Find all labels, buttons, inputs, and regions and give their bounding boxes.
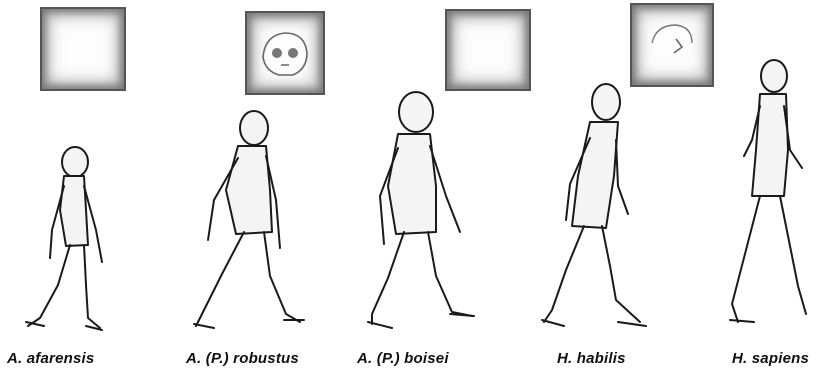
- figure-afarensis: [26, 147, 102, 330]
- label-habilis: H. habilis: [557, 350, 626, 367]
- figure-habilis: [542, 84, 646, 326]
- label-sapiens: H. sapiens: [732, 350, 809, 367]
- label-afarensis: A. afarensis: [7, 350, 94, 367]
- figure-boisei: [368, 92, 474, 328]
- figure-sapiens: [730, 60, 806, 322]
- figure-robustus: [194, 111, 304, 328]
- label-boisei: A. (P.) boisei: [357, 350, 449, 367]
- label-robustus: A. (P.) robustus: [186, 350, 299, 367]
